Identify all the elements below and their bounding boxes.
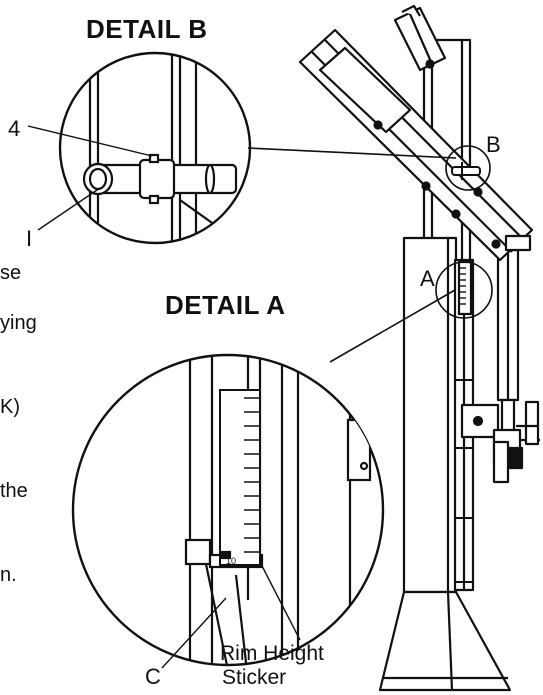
detail-a-title: DETAIL A <box>165 290 286 320</box>
callout-b: B <box>486 132 501 157</box>
upper-arm-assembly <box>298 4 534 262</box>
instruction-fragment-5: n. <box>0 564 17 586</box>
instruction-fragment-4: the <box>0 480 28 502</box>
callout-part-c: C <box>145 664 161 689</box>
sticker-label-line1: Rim Height <box>220 642 324 665</box>
instruction-fragment-2: ying <box>0 312 37 334</box>
sticker-label-line2: Sticker <box>222 666 287 689</box>
rim-height-sticker-label: Rim Height Sticker <box>220 642 324 690</box>
scale-number-10: 10 <box>226 556 237 566</box>
detail-b-title: DETAIL B <box>86 14 208 44</box>
callout-part-i: I <box>26 226 33 251</box>
instruction-fragment-3: K) <box>0 396 20 418</box>
callout-a: A <box>420 266 435 291</box>
callout-part-4: 4 <box>8 116 21 141</box>
instruction-fragment-1: se <box>0 262 22 284</box>
main-pole-assembly <box>378 38 540 692</box>
detail-b-magnifier <box>27 51 491 245</box>
